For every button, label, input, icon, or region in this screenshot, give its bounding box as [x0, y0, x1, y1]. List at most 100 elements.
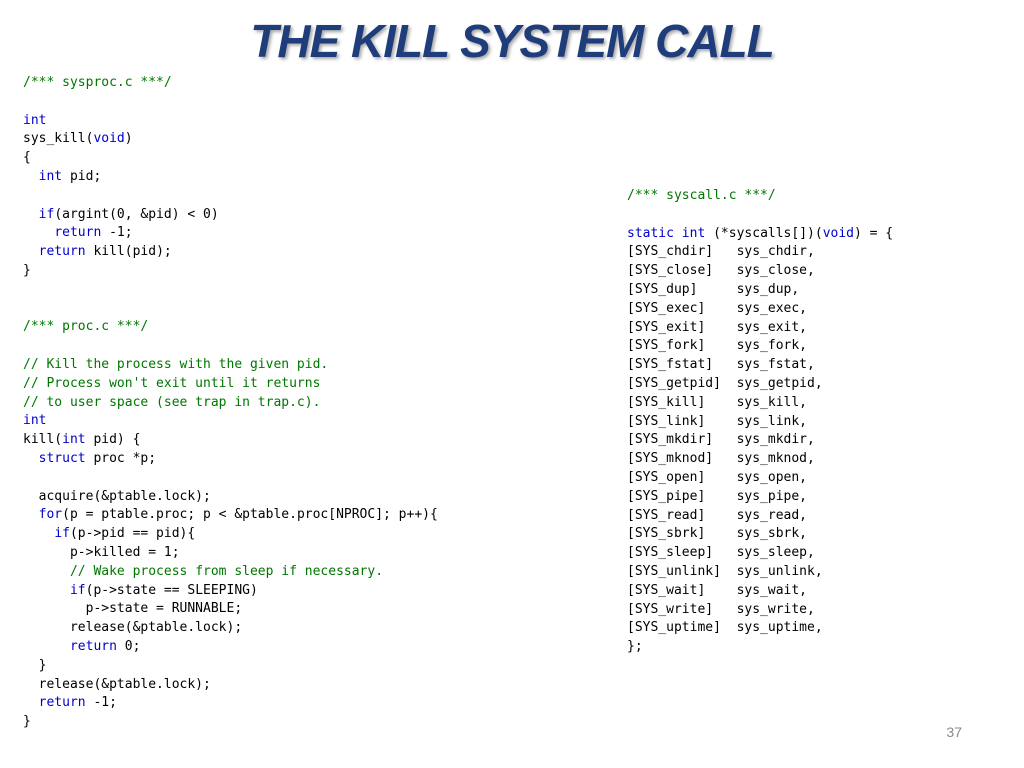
code-line: struct proc *p; — [23, 450, 438, 469]
code-comment: /*** proc.c ***/ — [23, 319, 149, 335]
code-text: [SYS_unlink] sys_unlink, — [627, 563, 823, 579]
code-text: p->killed = 1; — [23, 544, 180, 560]
code-text: (p->state == SLEEPING) — [85, 582, 258, 598]
code-text: [SYS_write] sys_write, — [627, 601, 815, 617]
code-text: [SYS_link] sys_link, — [627, 413, 808, 429]
code-text — [23, 507, 39, 522]
code-line — [23, 93, 438, 112]
code-line: if(p->state == SLEEPING) — [23, 582, 438, 601]
code-text: kill(pid); — [85, 244, 172, 260]
code-keyword: return — [69, 638, 117, 654]
code-keyword: int — [38, 168, 63, 184]
code-text: -1; — [101, 225, 133, 241]
code-line: if(p->pid == pid){ — [23, 525, 438, 544]
code-line: release(&ptable.lock); — [23, 676, 438, 695]
code-line — [23, 281, 438, 300]
code-line: release(&ptable.lock); — [23, 619, 438, 638]
code-line: [SYS_open] sys_open, — [627, 469, 893, 488]
code-text — [23, 451, 39, 466]
code-line: [SYS_write] sys_write, — [627, 601, 893, 620]
code-line: [SYS_fstat] sys_fstat, — [627, 356, 893, 375]
code-comment: // Process won't exit until it returns — [23, 375, 321, 391]
code-comment: /*** sysproc.c ***/ — [23, 75, 172, 90]
code-line: int — [23, 412, 438, 431]
code-text: [SYS_uptime] sys_uptime, — [627, 620, 823, 636]
code-text: kill( — [23, 432, 63, 448]
code-line: [SYS_read] sys_read, — [627, 507, 893, 526]
code-keyword: int — [62, 432, 86, 448]
code-line: kill(int pid) { — [23, 431, 438, 450]
code-text: [SYS_exec] sys_exec, — [627, 300, 808, 316]
code-text: }; — [627, 639, 643, 655]
code-text: [SYS_chdir] sys_chdir, — [627, 244, 815, 260]
code-keyword: return — [54, 225, 102, 241]
page-number: 37 — [946, 724, 962, 740]
code-text: [SYS_open] sys_open, — [627, 469, 808, 485]
code-text: [SYS_sbrk] sys_sbrk, — [627, 526, 808, 542]
code-line: int pid; — [23, 168, 438, 187]
code-text — [674, 226, 682, 241]
code-text: (p->pid == pid){ — [69, 526, 196, 542]
code-line: return kill(pid); — [23, 243, 438, 262]
code-line: [SYS_unlink] sys_unlink, — [627, 563, 893, 582]
code-text: pid; — [62, 168, 102, 184]
code-line: if(argint(0, &pid) < 0) — [23, 206, 438, 225]
code-text: proc *p; — [85, 450, 157, 466]
code-text: } — [23, 657, 47, 673]
code-text — [23, 695, 39, 710]
code-text: acquire(&ptable.lock); — [23, 488, 211, 504]
code-keyword: return — [38, 695, 86, 711]
code-text: ) — [124, 131, 133, 147]
code-line: /*** proc.c ***/ — [23, 318, 438, 337]
code-text — [23, 225, 54, 240]
code-keyword: int — [23, 112, 47, 128]
code-line: // Kill the process with the given pid. — [23, 356, 438, 375]
code-line: } — [23, 713, 438, 732]
code-text — [23, 244, 39, 259]
slide-title: THE KILL SYSTEM CALL — [250, 15, 775, 67]
code-line: [SYS_mknod] sys_mknod, — [627, 450, 893, 469]
code-text — [23, 207, 39, 222]
code-line: [SYS_close] sys_close, — [627, 262, 893, 281]
code-line: [SYS_exec] sys_exec, — [627, 300, 893, 319]
code-line: } — [23, 262, 438, 281]
code-line: [SYS_uptime] sys_uptime, — [627, 619, 893, 638]
code-text: ) = { — [854, 225, 894, 241]
code-text: [SYS_mkdir] sys_mkdir, — [627, 432, 815, 448]
code-text: [SYS_close] sys_close, — [627, 263, 815, 279]
code-line: [SYS_exit] sys_exit, — [627, 319, 893, 338]
code-text: release(&ptable.lock); — [23, 620, 243, 636]
code-line: return -1; — [23, 694, 438, 713]
code-line: return 0; — [23, 638, 438, 657]
code-line: [SYS_fork] sys_fork, — [627, 337, 893, 356]
code-text: pid) { — [85, 432, 141, 448]
code-text: { — [23, 150, 31, 166]
code-line: p->state = RUNNABLE; — [23, 600, 438, 619]
code-line — [627, 206, 893, 225]
code-text: [SYS_wait] sys_wait, — [627, 582, 808, 598]
code-line: [SYS_sleep] sys_sleep, — [627, 544, 893, 563]
code-text: [SYS_kill] sys_kill, — [627, 394, 808, 410]
code-text: [SYS_fork] sys_fork, — [627, 338, 808, 354]
code-line — [23, 300, 438, 319]
code-keyword: struct — [38, 450, 86, 466]
code-text: [SYS_exit] sys_exit, — [627, 319, 808, 335]
code-line: acquire(&ptable.lock); — [23, 488, 438, 507]
code-line: } — [23, 657, 438, 676]
code-text: (argint(0, &pid) < 0) — [54, 206, 219, 222]
code-text: sys_kill( — [23, 131, 94, 147]
code-line: [SYS_pipe] sys_pipe, — [627, 488, 893, 507]
code-text: 0; — [116, 638, 141, 654]
code-text: -1; — [85, 695, 117, 711]
code-text: (*syscalls[])( — [705, 225, 823, 241]
code-keyword: int — [23, 413, 47, 429]
code-comment: // Wake process from sleep if necessary. — [69, 563, 384, 579]
code-text: [SYS_fstat] sys_fstat, — [627, 357, 815, 373]
code-line: }; — [627, 638, 893, 657]
code-text — [23, 169, 39, 184]
code-text: [SYS_mknod] sys_mknod, — [627, 451, 815, 467]
code-line: [SYS_kill] sys_kill, — [627, 394, 893, 413]
syscall-table-code-block: /*** syscall.c ***/static int (*syscalls… — [627, 187, 893, 657]
